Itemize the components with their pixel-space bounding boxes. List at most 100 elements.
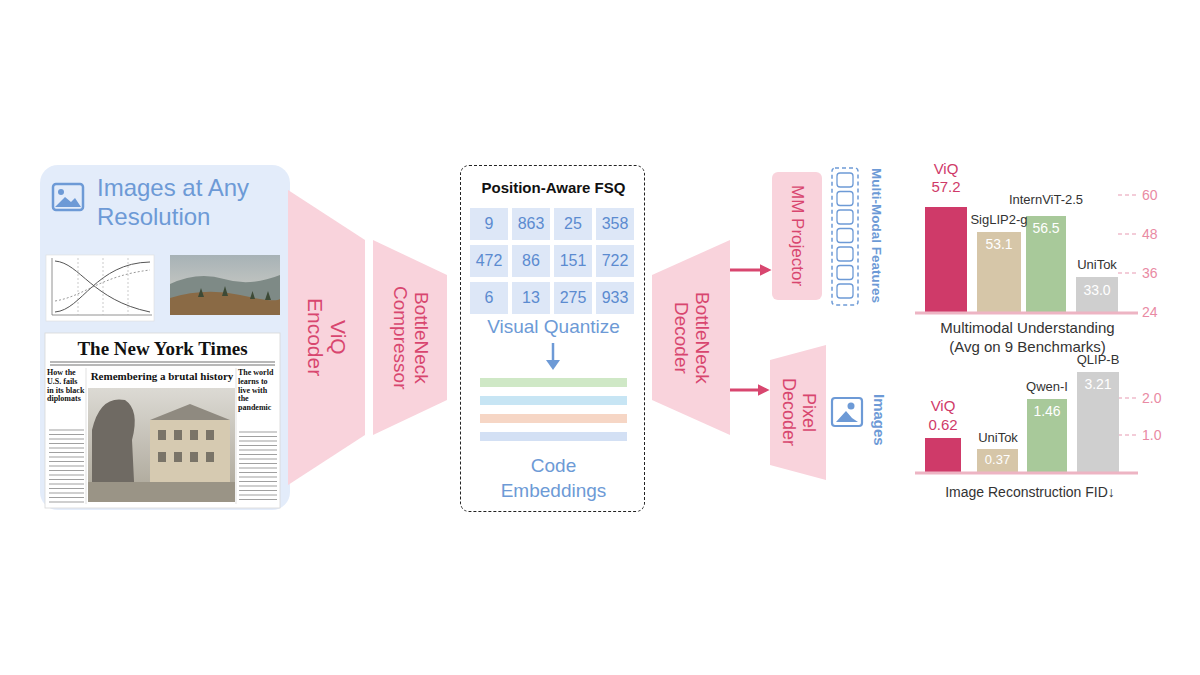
embedding-bar [480, 414, 627, 423]
chart-bar [1026, 216, 1066, 312]
feature-token [837, 210, 853, 224]
code-index: 151 [560, 252, 587, 270]
bar-value: 3.21 [1077, 376, 1119, 392]
trapezoid-fill [770, 345, 826, 480]
bar-value: 53.1 [977, 236, 1021, 252]
chart-title: Multimodal Understanding (Avg on 9 Bench… [925, 319, 1130, 357]
pixel-decoder-block: Pixel Decoder [770, 345, 826, 480]
chart-bar [1027, 399, 1067, 472]
code-cell: 358 [596, 208, 634, 240]
axis-tick-label: 60 [1142, 187, 1172, 203]
label-holder: BottleNeck Compressor [373, 240, 447, 435]
output-label: Images [871, 390, 888, 450]
block-label: ViQ Encoder [303, 288, 349, 388]
axis-tick-label: 36 [1142, 265, 1172, 281]
chart-baseline [915, 472, 1138, 475]
box-title: Position-Aware FSQ [461, 179, 646, 197]
arrow-shaft [552, 343, 555, 362]
code-cell: 151 [554, 245, 592, 277]
feature-token [837, 173, 853, 187]
chart-title: Image Reconstruction FID↓ [910, 484, 1150, 500]
bar-value: 0.62 [913, 416, 973, 433]
newspaper-headline: Remembering a brutal history [89, 370, 235, 383]
bar-label: UniTok [967, 431, 1029, 446]
code-index: 9 [485, 215, 494, 233]
code-index: 863 [518, 215, 545, 233]
icon-sun [848, 403, 855, 410]
code-cell: 472 [470, 245, 508, 277]
embedding-bar [480, 432, 627, 441]
trapezoid-fill [652, 240, 730, 435]
block-label: Pixel Decoder [778, 368, 818, 458]
code-cell: 722 [596, 245, 634, 277]
embedding-bar [480, 378, 627, 387]
trapezoid-fill [288, 190, 365, 485]
chart-bar [977, 449, 1018, 472]
chart-bar [925, 207, 967, 312]
code-index: 13 [522, 289, 540, 307]
feature-frame [832, 168, 858, 305]
input-panel: Images at Any Resolution [40, 165, 290, 510]
axis-tick-label: 48 [1142, 226, 1172, 242]
bar-label: UniTok [1066, 258, 1128, 273]
block-label: BottleNeck Compressor [389, 278, 431, 398]
projector-block: MM Projector [772, 172, 822, 300]
chart-bar [1076, 277, 1118, 312]
feature-token [837, 247, 853, 261]
feature-tokens [832, 168, 858, 305]
trapezoid-fill [373, 240, 447, 435]
icon-frame [832, 398, 862, 426]
bar-label: Qwen-I [1017, 380, 1077, 395]
bar-label: ViQ [913, 397, 973, 414]
block-label: BottleNeck Decoder [670, 280, 712, 395]
axis-tick-label: 24 [1142, 304, 1172, 320]
bar-value: 0.37 [977, 453, 1018, 468]
encoder-block: ViQ Encoder [288, 190, 365, 485]
code-cell: 25 [554, 208, 592, 240]
feature-token [837, 284, 853, 298]
understanding-chart [915, 195, 1138, 313]
code-cell: 863 [512, 208, 550, 240]
chart-bar [1077, 372, 1119, 472]
newspaper-headline: How the U.S. fails in its black diplomat… [47, 369, 86, 404]
feature-token [837, 229, 853, 243]
code-index: 25 [564, 215, 582, 233]
box-caption: Visual Quantize [461, 316, 646, 339]
code-index: 275 [560, 289, 587, 307]
arrow-head [546, 360, 560, 370]
output-image-icon [832, 398, 862, 426]
axis-tick [1118, 398, 1138, 435]
quantize-arrow [546, 343, 560, 370]
embedding-bar [480, 396, 627, 405]
panel-heading: Images at Any Resolution [97, 174, 282, 232]
chart-baseline [915, 312, 1138, 315]
quantizer-box: Position-Aware FSQVisual QuantizeCode Em… [460, 165, 645, 512]
code-embedding-bars [480, 378, 627, 441]
icon-mountain [836, 411, 858, 422]
output-label: Multi-Modal Features [868, 160, 884, 312]
chart-bar [977, 232, 1021, 312]
block-label: MM Projector [788, 176, 807, 296]
bar-value: 57.2 [915, 178, 977, 195]
code-cell: 86 [512, 245, 550, 277]
feature-token [837, 192, 853, 206]
code-cell: 9 [470, 208, 508, 240]
bar-value: 56.5 [1026, 220, 1066, 236]
code-index: 6 [485, 289, 494, 307]
bar-value: 33.0 [1076, 282, 1118, 298]
connector-arrow [730, 269, 768, 272]
code-index: 86 [522, 252, 540, 270]
label-holder: BottleNeck Decoder [652, 240, 730, 435]
axis-tick [1118, 195, 1138, 273]
label-holder: ViQ Encoder [288, 190, 365, 485]
connector-arrow [730, 389, 766, 392]
code-cell: 933 [596, 282, 634, 314]
label-holder: Pixel Decoder [770, 345, 826, 480]
code-index: 358 [602, 215, 629, 233]
bar-label: InternViT-2.5 [1001, 193, 1091, 208]
axis-tick-label: 1.0 [1142, 427, 1176, 443]
axis-tick-label: 2.0 [1142, 390, 1176, 406]
code-index: 933 [602, 289, 629, 307]
decoder-block: BottleNeck Decoder [652, 240, 730, 435]
